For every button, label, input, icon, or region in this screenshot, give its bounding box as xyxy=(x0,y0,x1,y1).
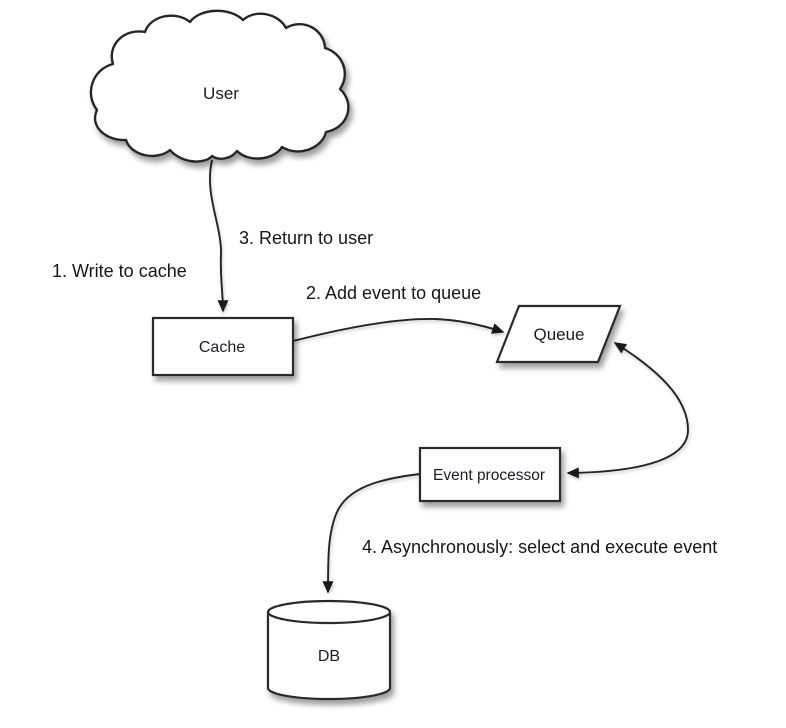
db-cylinder-top xyxy=(266,599,392,625)
label-return-to-user: 3. Return to user xyxy=(239,228,373,248)
label-add-event-to-queue: 2. Add event to queue xyxy=(306,283,481,303)
queue-parallelogram xyxy=(495,304,622,364)
node-event-processor: Event processor xyxy=(418,446,562,503)
event-processor-box xyxy=(418,446,562,503)
cloud-shape xyxy=(89,9,350,163)
cache-label: Cache xyxy=(199,339,245,356)
db-label: DB xyxy=(318,648,340,665)
node-db: DB xyxy=(266,599,392,701)
queue-label: Queue xyxy=(533,325,584,344)
edge-event-processor-to-db xyxy=(322,473,421,594)
user-label: User xyxy=(203,84,239,103)
edge-user-to-cache xyxy=(208,159,229,313)
event-processor-label: Event processor xyxy=(433,467,545,484)
label-async-select-execute: 4. Asynchronously: select and execute ev… xyxy=(362,537,717,557)
label-write-to-cache: 1. Write to cache xyxy=(52,261,187,281)
edge-cache-to-queue xyxy=(292,318,505,342)
edges-layer xyxy=(208,159,689,594)
node-queue: Queue xyxy=(495,304,622,364)
db-cylinder-body xyxy=(266,612,392,701)
node-user: User xyxy=(89,9,350,163)
cache-box xyxy=(151,316,295,377)
edge-queue-event-processor xyxy=(566,342,689,479)
node-cache: Cache xyxy=(151,316,295,377)
